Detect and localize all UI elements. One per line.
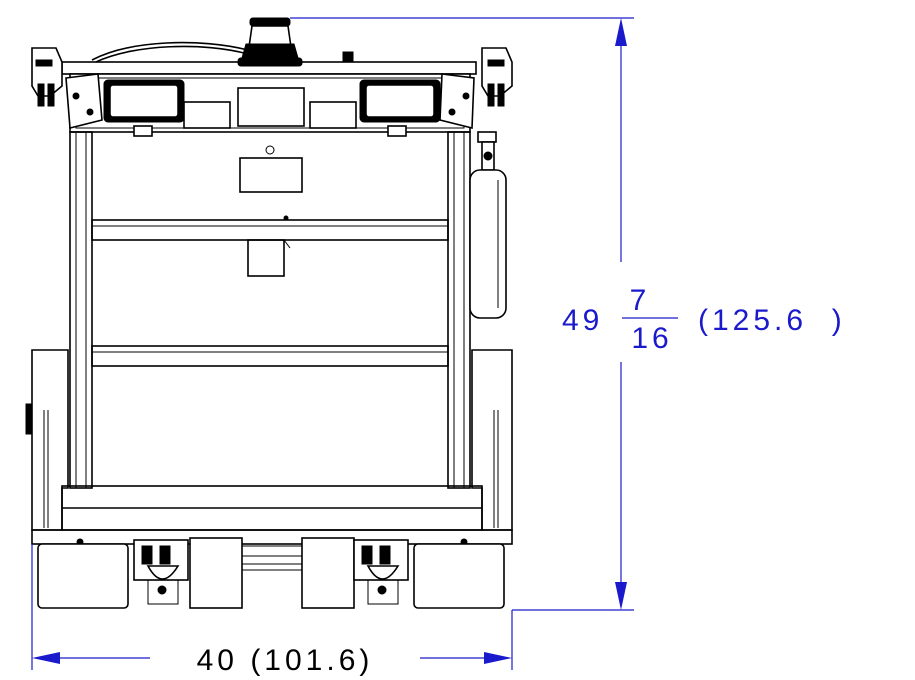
width-arrow-left <box>32 652 60 664</box>
height-denominator: 16 <box>631 322 672 355</box>
width-dimension: 40 (101.6) <box>31 544 513 677</box>
gas-cylinder <box>469 131 507 319</box>
height-dimension: 49 7 16 (125.6 ) <box>290 17 846 611</box>
height-arrow-bottom <box>615 582 627 610</box>
right-hinge <box>439 47 513 130</box>
undercarriage <box>37 537 505 609</box>
height-arrow-top <box>615 18 627 46</box>
beacon-light <box>237 17 303 67</box>
machine-front-view <box>25 17 513 609</box>
cable <box>91 41 249 61</box>
mast <box>69 131 471 489</box>
width-arrow-right <box>484 652 512 664</box>
height-whole: 49 <box>562 304 603 337</box>
left-hinge <box>31 47 103 130</box>
height-numerator: 7 <box>630 284 651 317</box>
height-metric: (125.6 ) <box>698 304 846 337</box>
width-label: 40 (101.6) <box>197 644 374 677</box>
chassis <box>25 349 513 546</box>
